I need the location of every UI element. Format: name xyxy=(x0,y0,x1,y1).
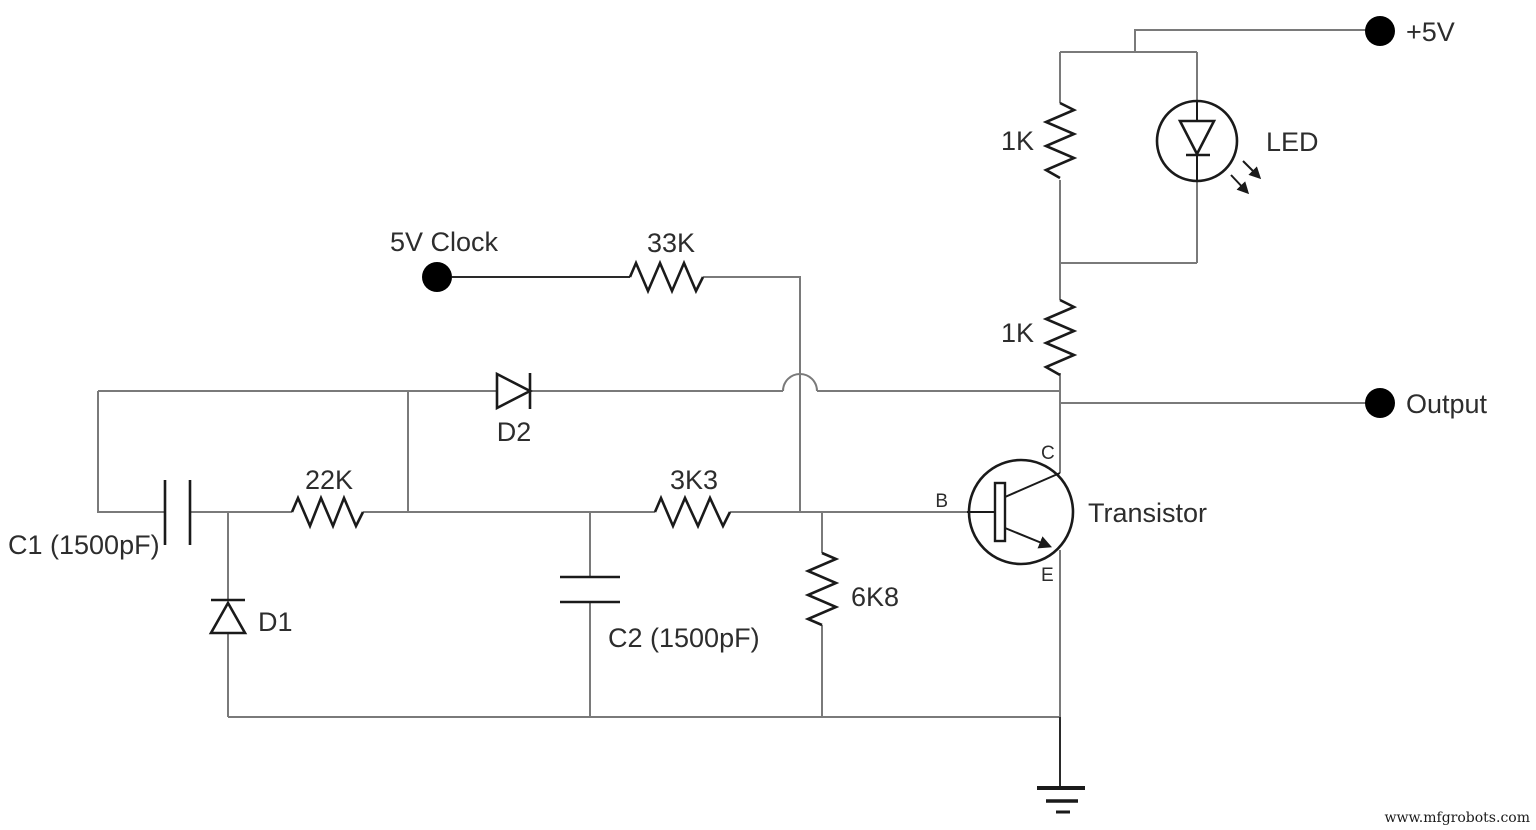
resistor-33k-symbol xyxy=(628,259,705,295)
label-r1: 1K xyxy=(1001,126,1034,156)
ground-icon xyxy=(1037,786,1085,814)
label-pin-base: B xyxy=(935,491,948,512)
label-c1: C1 (1500pF) xyxy=(8,530,160,560)
label-22k: 22K xyxy=(305,465,353,495)
label-pin-emitter: E xyxy=(1041,565,1054,586)
wire-33k-down xyxy=(703,276,801,512)
label-d1: D1 xyxy=(258,607,293,637)
label-pin-collector: C xyxy=(1041,443,1055,464)
label-output: Output xyxy=(1406,389,1488,419)
terminal-output-dot xyxy=(1365,388,1395,418)
capacitor-c1-symbol xyxy=(163,480,192,545)
label-6k8: 6K8 xyxy=(851,582,899,612)
label-33k: 33K xyxy=(647,228,695,258)
transistor-base-bar xyxy=(993,481,1007,543)
transistor-symbol xyxy=(967,458,1075,566)
label-r2: 1K xyxy=(1001,318,1034,348)
capacitor-c2-symbol xyxy=(560,575,620,604)
resistor-3k3-symbol xyxy=(653,494,732,530)
label-c2: C2 (1500pF) xyxy=(608,623,760,653)
wires xyxy=(97,29,1366,788)
diode-d2-symbol xyxy=(495,371,533,411)
resistor-22k-symbol xyxy=(290,494,365,530)
resistor-6k8-symbol xyxy=(804,551,840,627)
terminal-supply-dot xyxy=(1365,16,1395,46)
led-symbol xyxy=(1155,99,1262,195)
label-transistor: Transistor xyxy=(1088,498,1207,528)
transistor-collector-lead xyxy=(1004,472,1061,498)
diode-d1-symbol xyxy=(208,598,248,635)
label-clock: 5V Clock xyxy=(390,227,499,257)
watermark: www.mfgrobots.com xyxy=(1385,810,1530,826)
resistor-r2-symbol xyxy=(1042,298,1078,377)
transistor-emitter-lead xyxy=(1004,527,1053,549)
terminal-clock-dot xyxy=(422,262,452,292)
wire-supply xyxy=(1134,29,1366,52)
led-light-arrow-2 xyxy=(1230,174,1250,195)
label-3k3: 3K3 xyxy=(670,465,718,495)
resistor-r1-symbol xyxy=(1042,101,1078,180)
label-led: LED xyxy=(1266,127,1319,157)
label-d2: D2 xyxy=(497,417,532,447)
wire-left-loop xyxy=(97,391,165,513)
led-light-arrow-1 xyxy=(1242,160,1262,180)
label-supply: +5V xyxy=(1406,17,1455,47)
